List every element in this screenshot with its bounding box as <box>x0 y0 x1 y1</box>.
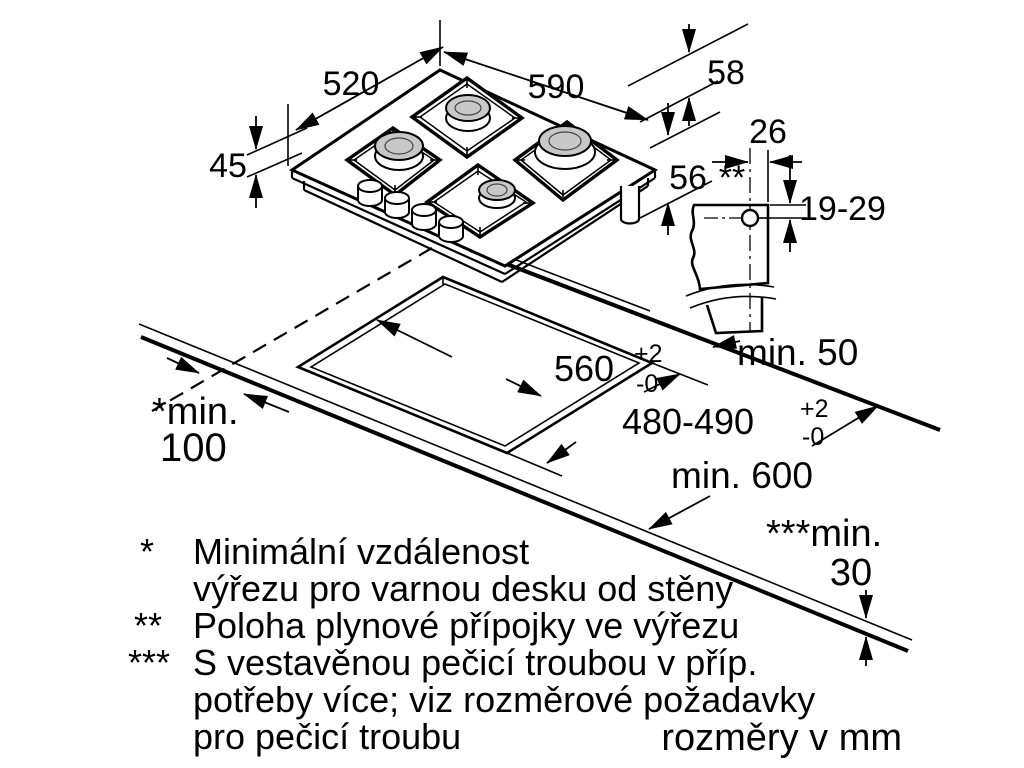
burner-right <box>534 125 596 170</box>
worktop-section-lower <box>705 297 764 335</box>
dim-gas-offset-26: 26 ** <box>712 113 802 202</box>
dim-height-58: 58 <box>627 23 749 126</box>
body-bottom-front-left <box>303 189 503 283</box>
dim-gas-height-19-29: 19-29 <box>758 155 886 252</box>
dim-width-590: 590 <box>443 51 649 121</box>
dim-depth-below-56: 56 <box>639 103 721 235</box>
clearance-counter-depth: min. 600 <box>648 405 879 530</box>
hob-foot <box>619 186 641 225</box>
dim-label-520: 520 <box>323 65 380 103</box>
dim-label-480-490-tol-plus: +2 <box>800 395 829 423</box>
footnote-2-marker: ** <box>134 605 162 646</box>
break-line-1 <box>685 283 775 297</box>
footnote-3-marker: *** <box>128 642 170 683</box>
footnote-1-line-2: výřezu pro varnou desku od stěny <box>193 568 733 609</box>
dim-label-480-490-tol-minus: -0 <box>802 423 824 451</box>
counter-front-edge-line <box>138 323 913 641</box>
cutout-inner-edge <box>309 283 641 447</box>
gas-connection-hole <box>740 208 760 228</box>
gas-connection-detail <box>685 148 777 335</box>
control-knobs <box>357 179 464 243</box>
footnote-3-line-1: S vestavěnou pečicí troubou v příp. <box>193 642 757 683</box>
dim-label-560: 560 <box>554 348 614 389</box>
dim-label-56: 56 <box>669 159 707 197</box>
projection-dashed-line <box>151 247 433 412</box>
footnote-3-line-2: potřeby více; viz rozměrové požadavky <box>193 679 815 720</box>
dim-cutout-width-560: 560 +2 -0 <box>376 319 663 398</box>
label-min-50: min. 50 <box>737 332 858 373</box>
dim-label-560-tol-minus: -0 <box>636 370 658 398</box>
cutout-front-extension <box>506 452 563 477</box>
dim-label-480-490: 480-490 <box>622 401 754 442</box>
label-min-side-value: 100 <box>160 426 227 470</box>
label-min-front: ***min. <box>766 513 882 555</box>
dim-label-26: 26 <box>749 113 787 151</box>
burner-front <box>478 179 516 209</box>
clearance-side-wall: *min. 100 <box>152 356 290 470</box>
clearance-front-edge: ***min. 30 <box>766 513 882 666</box>
dim-label-19-29: 19-29 <box>799 190 886 228</box>
footnotes: * Minimální vzdálenost výřezu pro varnou… <box>128 531 902 759</box>
footnote-1-line-1: Minimální vzdálenost <box>193 531 529 572</box>
gas-position-marker: ** <box>719 159 745 197</box>
glass-bottom-front-left <box>291 176 506 276</box>
units-note: rozměry v mm <box>661 717 902 759</box>
wall-back-line <box>469 248 941 432</box>
footnote-1-marker: * <box>140 531 154 572</box>
label-min-front-value: 30 <box>830 552 872 594</box>
dim-label-58: 58 <box>707 54 745 92</box>
burner-back <box>445 94 491 132</box>
burner-left <box>374 131 424 171</box>
dim-label-560-tol-plus: +2 <box>634 340 663 368</box>
dim-label-45: 45 <box>209 147 247 185</box>
label-min-side: *min. <box>152 391 239 433</box>
label-min-600: min. 600 <box>671 455 813 496</box>
footnote-3-line-3: pro pečicí troubu <box>193 716 461 757</box>
dim-cutout-depth-480-490: 480-490 +2 -0 <box>546 373 829 464</box>
dim-label-590: 590 <box>528 68 585 106</box>
dim-height-45: 45 <box>209 116 308 208</box>
break-line-2 <box>689 295 777 309</box>
clearance-back-wall: min. 50 <box>712 332 858 373</box>
counter-front-face-line <box>140 335 909 653</box>
footnote-2-line-1: Poloha plynové přípojky ve výřezu <box>193 605 739 646</box>
dim-depth-520: 520 <box>287 20 444 166</box>
worktop-view <box>138 239 941 653</box>
